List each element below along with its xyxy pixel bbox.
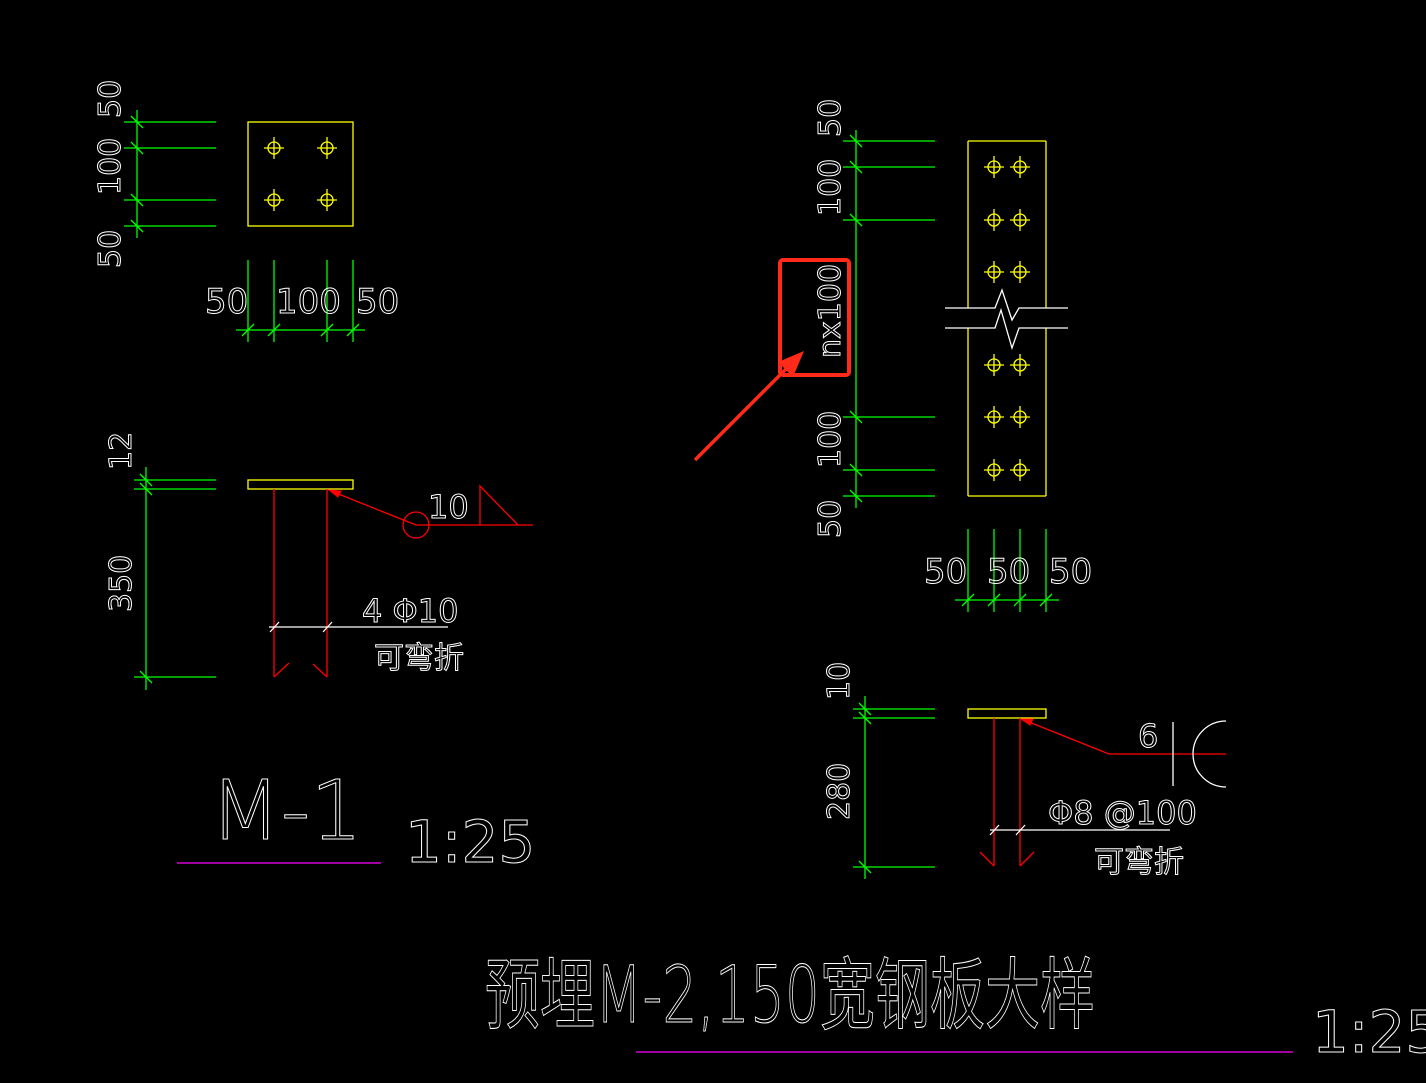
m2-bolt-group xyxy=(984,156,1030,481)
m2-plan-vdim-2: 100 xyxy=(813,159,848,216)
m2-weld-symbol: 6 xyxy=(1019,717,1227,788)
m2-plan-horizontal-dimension: 50 50 50 xyxy=(924,529,1093,612)
m2-section-vdim-plate: 10 xyxy=(822,662,857,700)
m2-weld-size: 6 xyxy=(1138,717,1158,755)
m1-weld-leader-arrowhead xyxy=(327,489,342,498)
bolt-hole-icon xyxy=(984,209,1004,231)
bolt-hole-icon xyxy=(1010,406,1030,428)
m2-plate-plan xyxy=(967,140,1047,497)
highlight-box xyxy=(778,258,851,377)
m2-anchor-bars xyxy=(979,718,1035,867)
m2-plan-vdim-5: 50 xyxy=(813,500,848,538)
m1-anchor-bars xyxy=(273,489,328,678)
m1-scale: 1:25 xyxy=(405,808,535,876)
m2-plan-hdim-1: 50 xyxy=(924,552,967,592)
m1-rebar-label: 4 Φ10 xyxy=(362,592,458,630)
m1-plan-hdim-2: 100 xyxy=(276,282,341,322)
m2-plan-hdim-3: 50 xyxy=(1049,552,1092,592)
bolt-hole-icon xyxy=(317,189,337,211)
bolt-hole-icon xyxy=(984,261,1004,283)
m2-section: 10 280 6 Φ8 @100 可弯折 xyxy=(822,661,1227,881)
plug-weld-icon xyxy=(1192,720,1227,788)
highlight-arrow-shaft xyxy=(693,363,792,462)
bolt-hole-icon xyxy=(984,156,1004,178)
m1-title: M-1 xyxy=(210,764,363,859)
m1-plan-vdim-1: 50 xyxy=(93,80,128,118)
bolt-hole-icon xyxy=(984,354,1004,376)
bolt-hole-icon xyxy=(1010,261,1030,283)
break-line-icon xyxy=(945,288,1068,351)
m2-section-vdim-anchor: 280 xyxy=(822,763,857,820)
m2-plan-hdim-2: 50 xyxy=(987,552,1030,592)
m1-section-vertical-dimension: 12 350 xyxy=(104,431,216,690)
m1-plan-vertical-dimension: 50 100 50 xyxy=(93,79,216,269)
fillet-weld-icon xyxy=(479,484,519,526)
m2-weld-leader-arrowhead xyxy=(1019,718,1034,726)
m1-section-vdim-anchor: 350 xyxy=(104,555,139,612)
m1-plan-vdim-3: 50 xyxy=(93,230,128,268)
m1-title-block: M-1 1:25 xyxy=(177,764,536,877)
bolt-hole-icon xyxy=(984,406,1004,428)
m1-section-vdim-plate: 12 xyxy=(104,432,139,470)
m2-section-vertical-dimension: 10 280 xyxy=(822,661,935,879)
m1-plate-plan xyxy=(247,121,354,227)
bolt-hole-icon xyxy=(1010,459,1030,481)
m1-weld-symbol: 10 xyxy=(327,484,533,539)
bolt-hole-icon xyxy=(1010,354,1030,376)
m2-rebar-note: 可弯折 xyxy=(1094,845,1184,880)
m2-plan-vdim-repeat: nx100 xyxy=(813,264,848,358)
m2-scale: 1:25 xyxy=(1312,998,1426,1066)
m1-rebar-callout: 4 Φ10 可弯折 xyxy=(269,592,465,677)
bolt-hole-icon xyxy=(1010,209,1030,231)
m2-title: 预埋M-2,150宽钢板大样 xyxy=(485,951,1095,1041)
m1-rebar-note: 可弯折 xyxy=(374,641,464,676)
m1-plate-section xyxy=(247,479,354,490)
bolt-hole-icon xyxy=(984,459,1004,481)
bolt-hole-icon xyxy=(264,189,284,211)
m1-plan-horizontal-dimension: 50 100 50 xyxy=(205,260,400,342)
m2-plate-section xyxy=(967,708,1047,719)
arrow-icon xyxy=(778,351,804,377)
bolt-hole-icon xyxy=(317,137,337,159)
m1-plan-hdim-1: 50 xyxy=(205,282,248,322)
m1-weld-size: 10 xyxy=(428,488,469,526)
m2-plan-vertical-dimension: 50 100 nx100 100 50 xyxy=(813,98,935,539)
highlight-annotation xyxy=(693,258,851,462)
m1-plan-vdim-2: 100 xyxy=(93,138,128,195)
bolt-hole-icon xyxy=(1010,156,1030,178)
m2-plan-vdim-1: 50 xyxy=(813,99,848,137)
m1-bolt-group xyxy=(264,137,337,211)
m2-plan-vdim-4: 100 xyxy=(813,411,848,468)
m2-plan: 50 100 nx100 100 50 xyxy=(813,98,1093,612)
m1-plan: 50 100 50 50 100 50 xyxy=(93,79,400,342)
m2-title-block: 预埋M-2,150宽钢板大样 1:25 xyxy=(485,951,1426,1067)
m2-rebar-callout: Φ8 @100 可弯折 xyxy=(989,794,1197,881)
bolt-hole-icon xyxy=(264,137,284,159)
m2-rebar-label: Φ8 @100 xyxy=(1048,794,1197,832)
m1-plan-hdim-3: 50 xyxy=(356,282,399,322)
m1-section: 12 350 10 4 Φ10 可弯折 xyxy=(104,431,533,690)
